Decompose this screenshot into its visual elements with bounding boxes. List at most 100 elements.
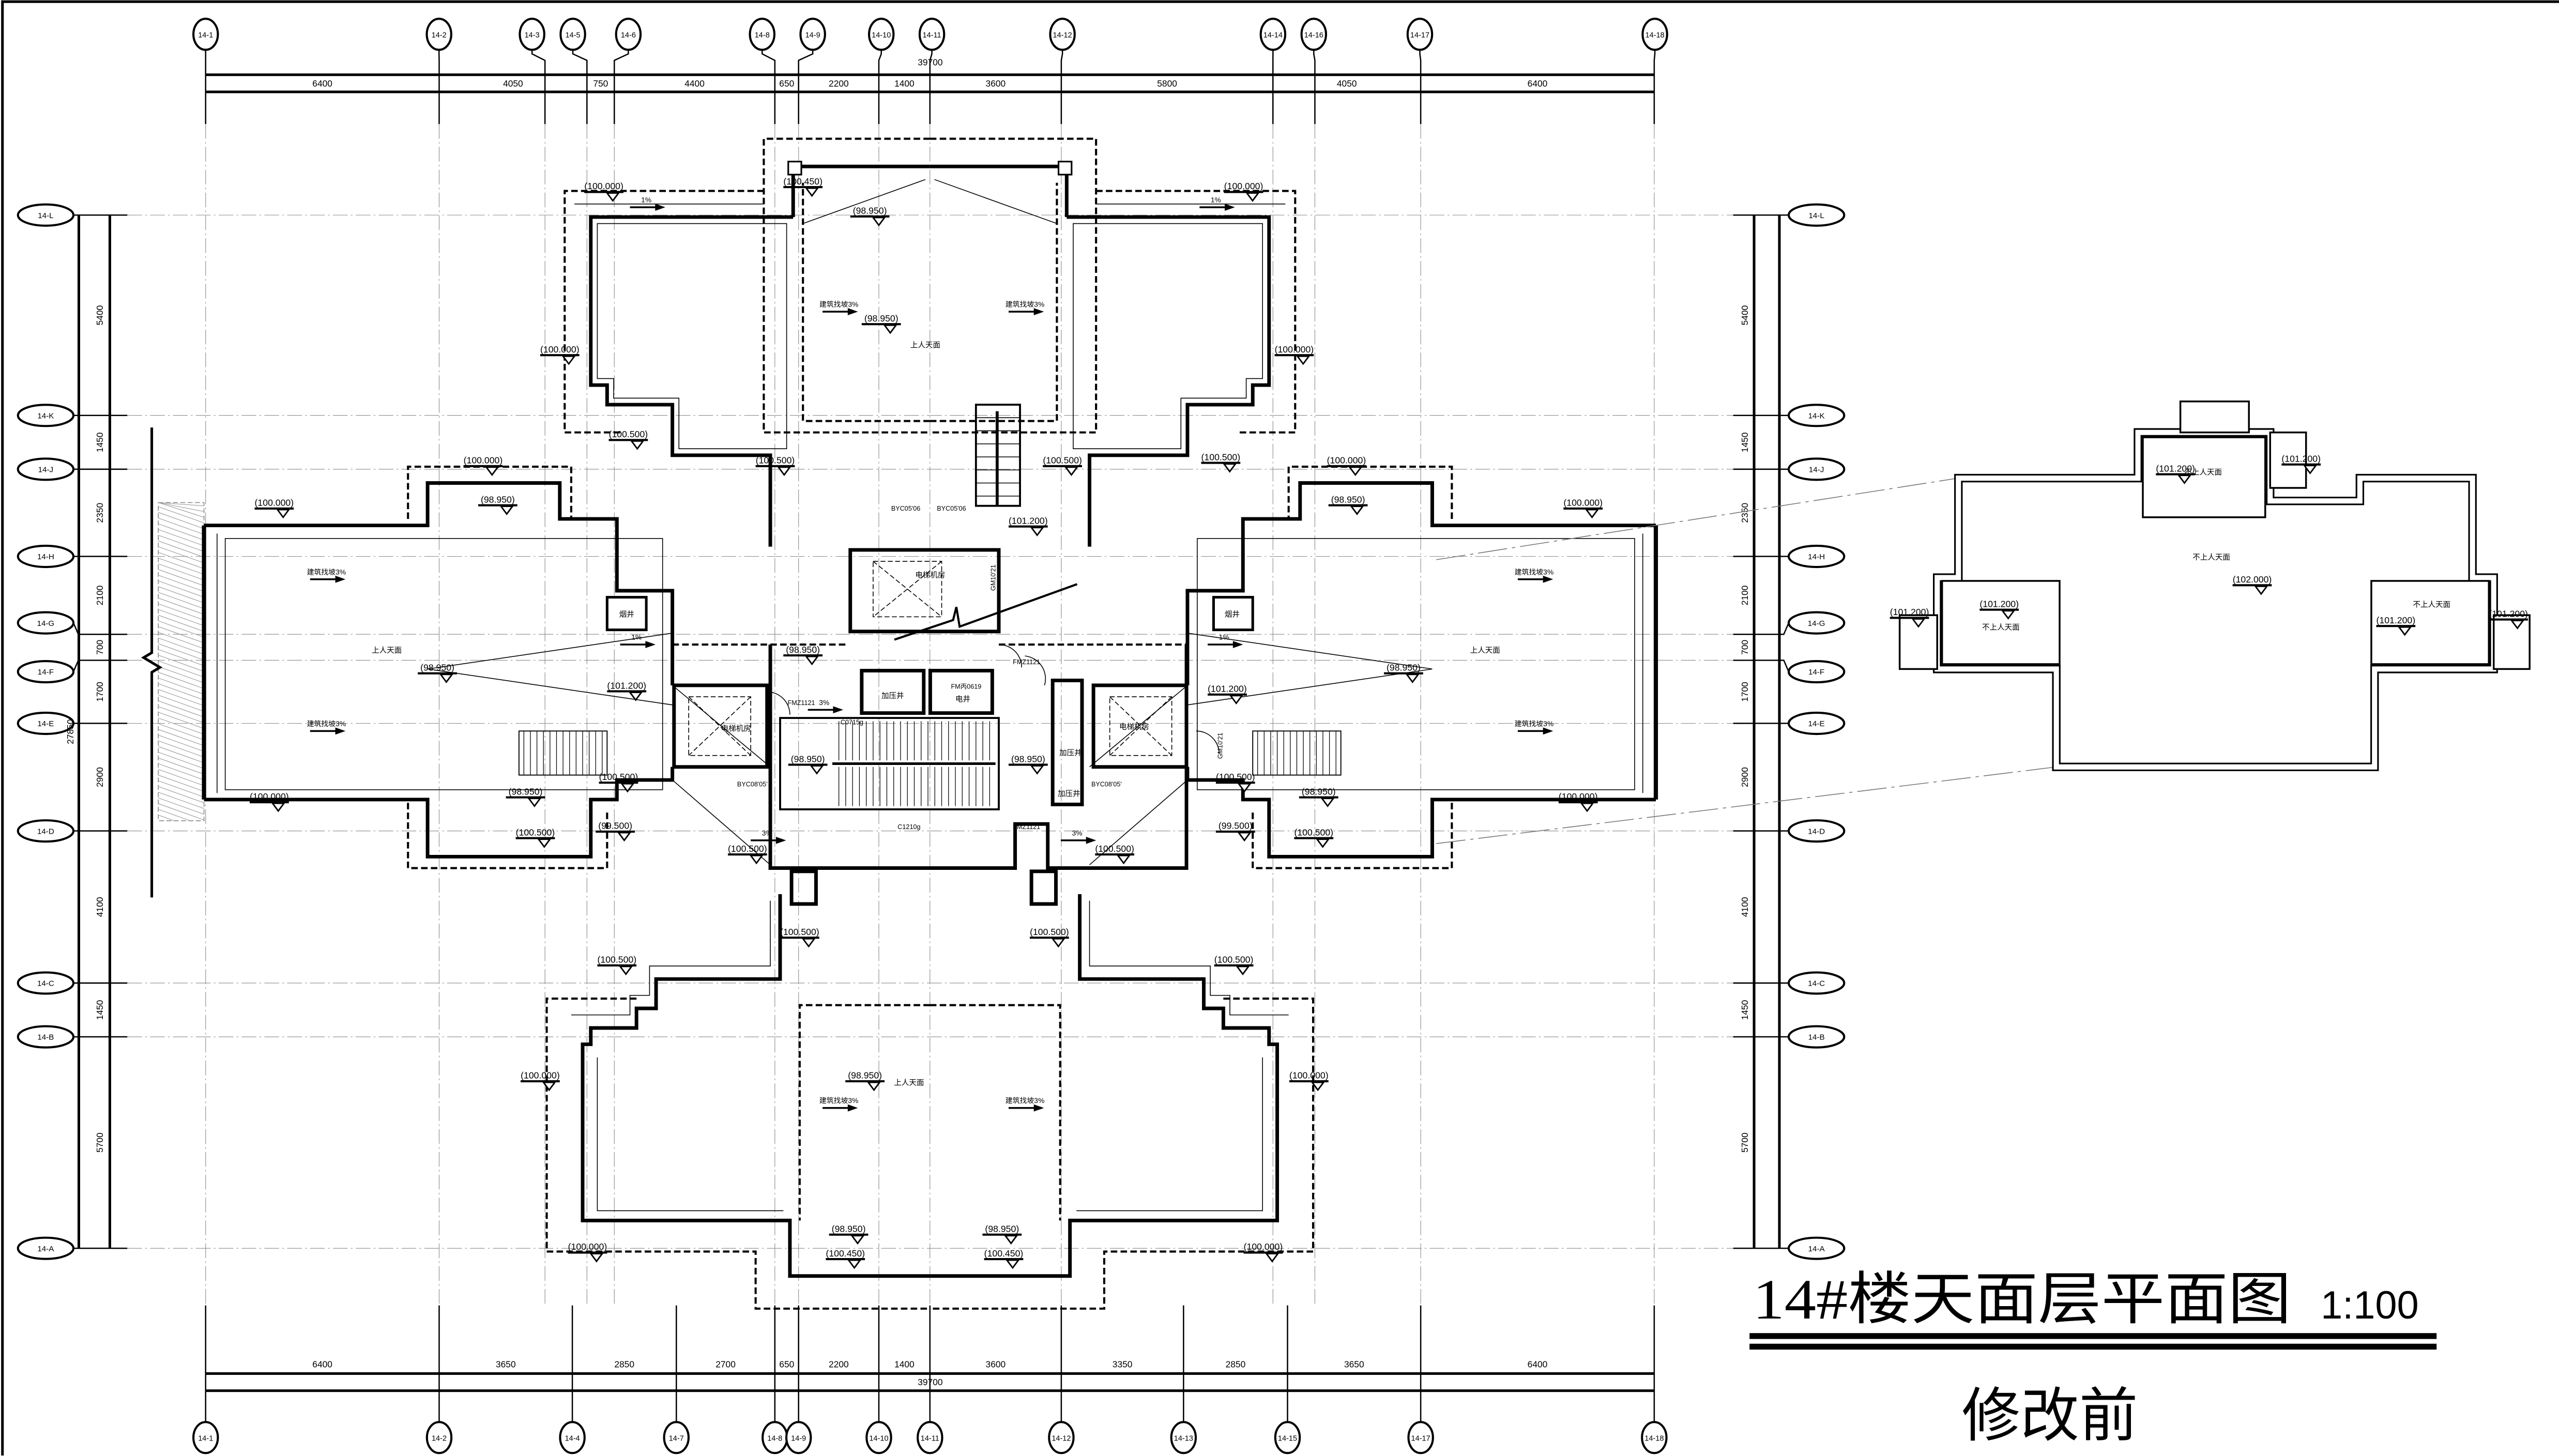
- elevation-value: (98.950): [832, 1224, 866, 1234]
- opening-code: C1210g: [897, 823, 920, 831]
- axis-bubble: [425, 1421, 453, 1454]
- axis-bubble: [17, 971, 75, 995]
- elevation-bar: [1243, 1251, 1283, 1254]
- elevation-bar: [2156, 473, 2196, 476]
- hatch-line: [158, 502, 204, 507]
- dimension-value: 2900: [95, 767, 105, 787]
- elevation-marker: (100.500): [1201, 452, 1241, 473]
- axis-bubble: [1787, 971, 1846, 995]
- bottom-wing-wall: [581, 894, 930, 1278]
- door-swing: [767, 644, 1220, 754]
- elevation-value: (100.000): [1289, 1070, 1329, 1081]
- elevation-bar: [584, 191, 623, 193]
- elevation-triangle-icon: [499, 505, 514, 515]
- elevation-value: (99.500): [598, 821, 632, 831]
- elevation-bar: [826, 1258, 865, 1261]
- dimension-value: 2100: [1740, 586, 1750, 606]
- axis-bubble: [559, 1421, 586, 1454]
- dimension-value: 650: [779, 1359, 794, 1370]
- hatch-line: [158, 637, 204, 655]
- elevation-marker: (99.500): [1215, 821, 1255, 842]
- axis-bubble: [17, 544, 75, 569]
- axis-bubble: [17, 1025, 75, 1049]
- axis-leader: [1733, 660, 1790, 672]
- elevation-triangle-icon: [1245, 192, 1260, 202]
- elevation-triangle-icon: [2253, 585, 2268, 595]
- elevation-marker: (100.000): [1563, 498, 1603, 519]
- elevation-marker: (98.950): [1384, 663, 1423, 684]
- opening-code: FMZ1121: [1013, 823, 1040, 831]
- slope-label: 1%: [1211, 196, 1221, 204]
- elevation-marker: (98.950): [506, 786, 545, 807]
- title-underline-2: [1749, 1343, 2437, 1350]
- axis-bubble: [17, 611, 75, 635]
- axis-bubble: [918, 18, 946, 51]
- dimension-value: 4050: [503, 78, 523, 88]
- elevation-triangle-icon: [804, 187, 819, 197]
- vent-box: [789, 869, 818, 906]
- elevation-marker: (100.000): [254, 498, 294, 519]
- hatch-line: [158, 615, 204, 632]
- elevation-triangle-icon: [605, 192, 620, 202]
- room-label: 不上人天面: [1982, 623, 2020, 632]
- slope-arrow-icon: [1199, 204, 1235, 211]
- elevation-marker: (100.500): [599, 772, 638, 793]
- axis-bubble: [1787, 819, 1846, 843]
- dimension-value: 1400: [894, 78, 915, 88]
- left-side-box: [1898, 614, 1938, 670]
- elevation-marker: (101.200): [2156, 463, 2196, 484]
- hatch-line: [158, 792, 204, 809]
- elevation-triangle-icon: [2510, 620, 2525, 630]
- dimension-value: 2700: [715, 1359, 736, 1370]
- room-label: 不上人天面: [2185, 468, 2222, 477]
- dimension-line: [77, 215, 81, 1249]
- dimension-value: 650: [779, 78, 794, 88]
- elevator-machine-room-top: [848, 548, 1001, 634]
- elevation-marker: (101.200): [2376, 615, 2416, 636]
- opening-code: FMZ1121: [788, 699, 815, 707]
- dimension-value: 4050: [1337, 78, 1357, 88]
- dimension-value: 5400: [1740, 305, 1750, 326]
- elevation-bar: [1029, 937, 1069, 939]
- hatch-line: [158, 632, 204, 649]
- dimension-value: 6400: [312, 78, 332, 88]
- axis-bubble: [17, 457, 75, 481]
- room-label: 上人天面: [910, 341, 940, 349]
- elevation-bar: [2376, 625, 2416, 627]
- elevation-value: (98.950): [481, 494, 515, 504]
- axis-label-bottom: 14-8: [767, 1435, 782, 1443]
- hatch-line: [158, 569, 204, 586]
- elevation-bar: [597, 964, 637, 967]
- elevation-marker: (98.950): [418, 663, 457, 684]
- dimension-value: 750: [593, 78, 608, 88]
- elevation-value: (100.450): [984, 1248, 1024, 1259]
- hatch-line: [158, 512, 204, 529]
- dimension-total: 27850: [65, 719, 75, 744]
- elevation-bar: [540, 354, 580, 357]
- elevation-value: (100.500): [598, 955, 637, 965]
- dimension-value: 5400: [95, 305, 105, 326]
- elevation-triangle-icon: [620, 783, 635, 793]
- elevation-triangle-icon: [439, 673, 454, 684]
- slope-label: 3%: [1072, 829, 1083, 837]
- opening-code: GM10'21: [990, 564, 997, 591]
- hatch-line: [158, 563, 204, 580]
- elevation-marker: (98.950): [845, 1070, 885, 1092]
- elevation-value: (98.950): [509, 786, 543, 796]
- top-wing-wall: [589, 215, 794, 547]
- elevation-value: (101.200): [1890, 607, 1929, 617]
- plan-left-half: [202, 137, 930, 1310]
- axis-bubble: [1259, 18, 1287, 51]
- elevation-value: (101.200): [2156, 463, 2195, 473]
- elevation-value: (100.000): [568, 1242, 607, 1252]
- elevation-triangle-icon: [1405, 673, 1420, 684]
- hatch-line: [158, 678, 204, 695]
- dimension-value: 1450: [1740, 1000, 1750, 1020]
- elevation-value: (100.500): [1214, 955, 1254, 965]
- axis-label-top: 14-2: [432, 32, 447, 40]
- elevation-value: (98.950): [864, 313, 898, 324]
- elevation-value: (100.000): [1327, 455, 1366, 466]
- dimension-value: 6400: [1528, 1359, 1548, 1370]
- left-wing-diagonal: [427, 633, 673, 706]
